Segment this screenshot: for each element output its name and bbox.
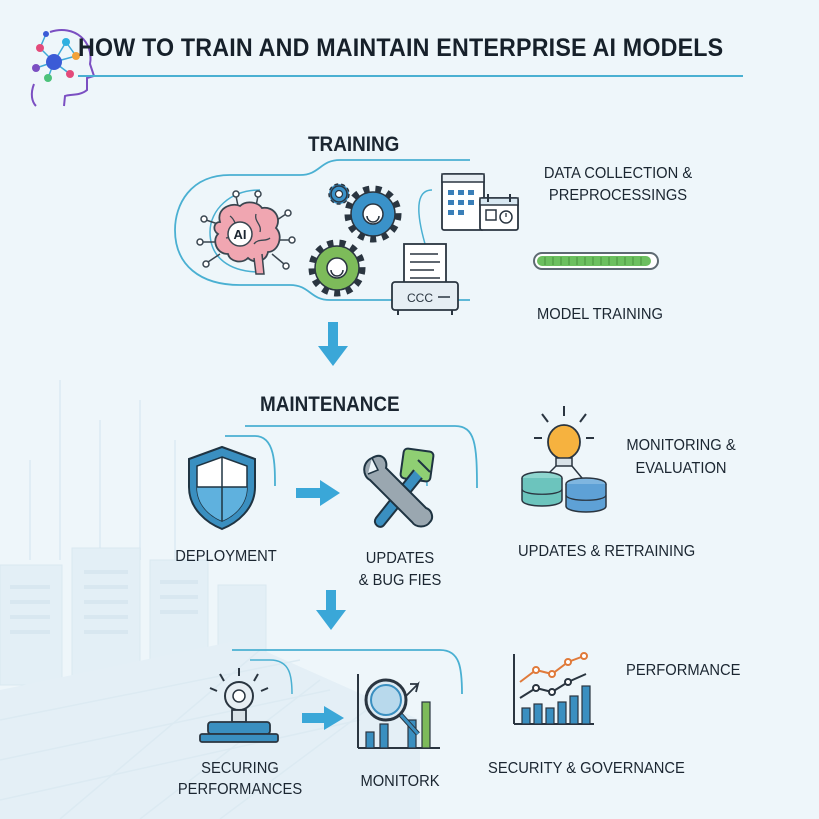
arrow-down-icon (318, 322, 348, 366)
model-training-progress-bar (533, 252, 659, 270)
updates-label: UPDATES & BUG FIES (336, 548, 465, 592)
monitoring-line2: EVALUATION (635, 460, 727, 477)
updates-line1: UPDATES (365, 550, 435, 567)
wrench-screwdriver-icon (363, 447, 435, 528)
document-printer-icon: CCC (391, 243, 459, 315)
spreadsheet-icon (441, 173, 519, 231)
security-frame (232, 649, 463, 695)
monitork-label: MONITORK (360, 773, 440, 790)
arrow-down-icon-2 (316, 590, 346, 630)
monitoring-line1: MONITORING & (626, 437, 736, 454)
performance-label: PERFORMANCE (626, 662, 741, 679)
arrow-right-icon-2 (302, 706, 344, 730)
securing-line2: PERFORMANCES (177, 781, 303, 798)
updates-retraining-label: UPDATES & RETRAINING (518, 543, 696, 560)
lightbulb-database-icon (521, 406, 607, 513)
model-training-progress-fill (537, 256, 652, 266)
maintenance-heading: MAINTENANCE (260, 393, 400, 416)
data-collection-line2: PREPROCESSINGS (548, 187, 688, 204)
brain-icon: AI (196, 190, 296, 275)
magnifier-chart-icon (357, 674, 440, 749)
ai-head-logo-icon (30, 29, 96, 107)
data-collection-label: DATA COLLECTION & PREPROCESSINGS (537, 163, 699, 207)
updates-line2: & BUG FIES (358, 572, 442, 589)
gears-icon (308, 183, 402, 297)
model-training-label: MODEL TRAINING (537, 306, 663, 323)
title-underline (78, 75, 743, 77)
securing-line1: SECURING (201, 760, 279, 777)
training-heading: TRAINING (308, 133, 400, 156)
performance-chart-icon (513, 652, 594, 725)
security-stamp-icon (199, 668, 279, 743)
page-title: HOW TO TRAIN AND MAINTAIN ENTERPRISE AI … (78, 34, 724, 62)
printer-text: CCC (407, 291, 433, 305)
monitoring-label: MONITORING & EVALUATION (616, 434, 747, 480)
security-governance-label: SECURITY & GOVERNANCE (488, 760, 685, 777)
brain-ai-badge: AI (234, 227, 247, 242)
progress-stripes (544, 257, 642, 265)
arrow-right-icon (296, 480, 340, 506)
shield-icon (188, 445, 256, 531)
securing-label: SECURING PERFORMANCES (176, 758, 305, 800)
data-collection-line1: DATA COLLECTION & (543, 165, 693, 182)
deployment-label: DEPLOYMENT (175, 548, 277, 565)
